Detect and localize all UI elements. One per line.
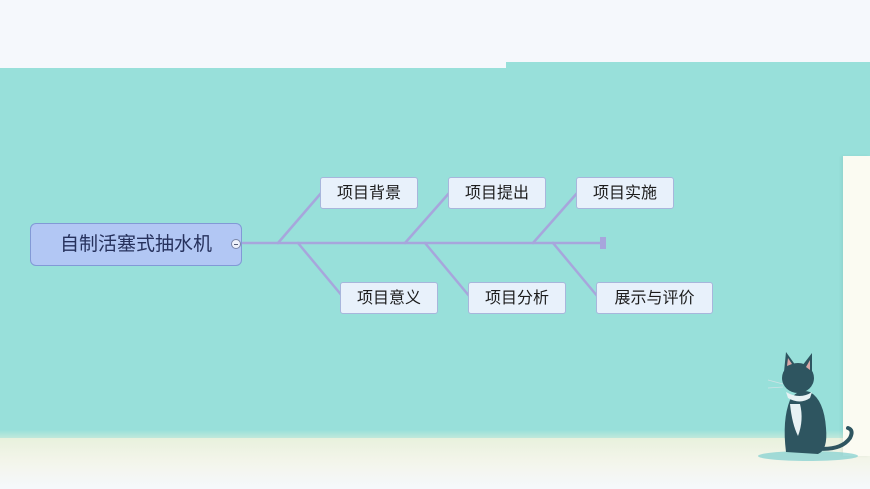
wall-panel [843,156,870,456]
background-notch [0,62,506,68]
branch-line-lower-1 [296,241,345,299]
branch-node-lower-3[interactable]: 展示与评价 [596,282,713,314]
branch-node-upper-1[interactable]: 项目背景 [320,177,418,209]
floor [0,438,870,489]
branch-line-lower-2 [423,241,472,299]
branch-node-lower-1[interactable]: 项目意义 [340,282,438,314]
branch-node-upper-2[interactable]: 项目提出 [448,177,546,209]
slide-header-strip [0,0,870,66]
collapse-toggle-icon[interactable] [231,239,241,249]
mindmap-root-node[interactable]: 自制活塞式抽水机 [30,223,242,266]
branch-node-upper-3[interactable]: 项目实施 [576,177,674,209]
cat-illustration [758,352,858,461]
branch-line-lower-3 [551,241,600,299]
branch-line-upper-1 [276,190,324,245]
spine-arrow-tip [600,237,606,249]
branch-line-upper-3 [531,190,580,245]
branch-node-lower-2[interactable]: 项目分析 [468,282,566,314]
branch-line-upper-2 [403,190,452,245]
